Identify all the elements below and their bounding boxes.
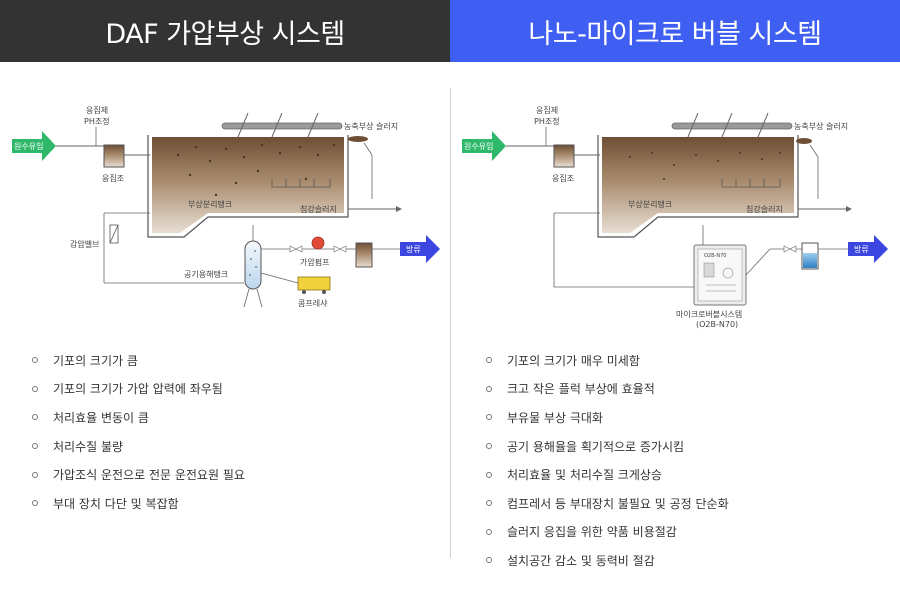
circle-bullet-icon [486,557,492,564]
ph-label: PH조정 [534,116,560,126]
flotation-tank-label: 부상분리탱크 [628,199,672,209]
list-item: 처리효율 및 처리수질 크게상승 [486,460,729,489]
inflow-label: 원수유입 [14,142,43,151]
bubble-feature-list: 기포의 크기가 매우 미세함 크고 작은 플럭 부상에 효율적 부유물 부상 극… [486,346,729,575]
flotation-tank-label: 부상분리탱크 [188,199,232,209]
right-title: 나노-마이크로 버블 시스템 [528,18,822,50]
air-tank-label: 공기용해탱크 [184,269,228,279]
pressure-valve-label: 감압밸브 [70,239,99,249]
bubble-system-unit: O2B-N70 [693,244,747,306]
list-item: 컴프레서 등 부대장치 불필요 및 공정 단순화 [486,489,729,518]
valve-icon [289,245,347,253]
daf-feature-list: 기포의 크기가 큼 기포의 크기가 가압 압력에 좌우됨 처리효율 변동이 큼 … [32,346,245,518]
coagulant-label: 응집제 [536,105,558,115]
device-label: O2B-N70 [704,253,726,259]
circle-bullet-icon [486,414,492,421]
circle-bullet-icon [486,443,492,450]
pressure-valve [109,224,119,244]
left-title: DAF 가압부상 시스템 [105,18,345,50]
list-item: 설치공간 감소 및 동력비 절감 [486,546,729,575]
coagulant-label: 응집제 [86,105,108,115]
float-sludge-pile [348,136,368,142]
circle-bullet-icon [486,385,492,392]
pressure-pump [311,236,325,250]
outflow-arrow: 방류 [400,235,440,263]
coagulation-tank [553,144,575,168]
air-dissolving-tank [243,225,263,308]
list-item: 기포의 크기가 큼 [32,346,245,375]
bubble-diagram-svg: 원수유입 응집제 PH조정 응집조 부상분리탱크 침강슬러지 농축부상 슬러지 [462,105,888,329]
list-item: 슬러지 응집을 위한 약품 비용절감 [486,518,729,547]
bubble-system-label: 마이크로버블시스템 [676,309,742,319]
outflow-label: 방류 [406,244,421,254]
valve-icon [783,245,797,253]
outlet-tank [355,242,373,268]
flotation-tank [147,112,349,238]
right-header: 나노-마이크로 버블 시스템 [450,0,900,62]
list-item: 크고 작은 플럭 부상에 효율적 [486,375,729,404]
circle-bullet-icon [32,414,38,421]
circle-bullet-icon [486,500,492,507]
list-item: 부대 장치 다단 및 복잡함 [32,489,245,518]
float-sludge-label: 농축부상 슬러지 [344,121,398,131]
coag-tank-label: 응집조 [102,173,124,183]
settled-sludge-label: 침강슬러지 [746,204,783,214]
coagulation-tank [103,144,125,168]
ph-label: PH조정 [84,116,110,126]
inflow-label: 원수유입 [464,142,493,151]
coag-tank-label: 응집조 [552,173,574,183]
left-header: DAF 가압부상 시스템 [0,0,450,62]
circle-bullet-icon [32,471,38,478]
circle-bullet-icon [486,528,492,535]
list-item: 가압조식 운전으로 전문 운전요원 필요 [32,460,245,489]
list-item: 기포의 크기가 매우 미세함 [486,346,729,375]
outflow-arrow: 방류 [848,235,888,263]
list-item: 부유물 부상 극대화 [486,403,729,432]
compressor-label: 콤프레샤 [298,298,328,308]
settled-sludge-label: 침강슬러지 [300,204,337,214]
bubble-diagram: 원수유입 응집제 PH조정 응집조 부상분리탱크 침강슬러지 농축부상 슬러지 [450,95,900,335]
circle-bullet-icon [486,471,492,478]
list-item: 공기 용해율을 획기적으로 증가시킴 [486,432,729,461]
list-item: 처리수질 불량 [32,432,245,461]
circle-bullet-icon [32,500,38,507]
flotation-tank [597,112,799,238]
pressure-pump-label: 가압펌프 [300,257,329,267]
list-item: 기포의 크기가 가압 압력에 좌우됨 [32,375,245,404]
circle-bullet-icon [32,443,38,450]
circle-bullet-icon [32,385,38,392]
daf-diagram-svg: 원수유입 응집제 PH조정 응집조 부상분리탱크 침강슬러지 농축부상 슬러지 [12,105,440,308]
compressor [260,272,331,294]
circle-bullet-icon [486,357,492,364]
inflow-arrow: 원수유입 [462,131,506,161]
outflow-label: 방류 [854,244,869,254]
column-divider [450,88,451,558]
inflow-arrow: 원수유입 [12,131,56,161]
bubble-model-label: (O2B-N70) [696,320,738,329]
float-sludge-label: 농축부상 슬러지 [794,121,848,131]
circle-bullet-icon [32,357,38,364]
outlet-tank [801,242,819,270]
list-item: 처리효율 변동이 큼 [32,403,245,432]
daf-diagram: 원수유입 응집제 PH조정 응집조 부상분리탱크 침강슬러지 농축부상 슬러지 [0,95,450,335]
float-sludge-pile [796,138,812,144]
